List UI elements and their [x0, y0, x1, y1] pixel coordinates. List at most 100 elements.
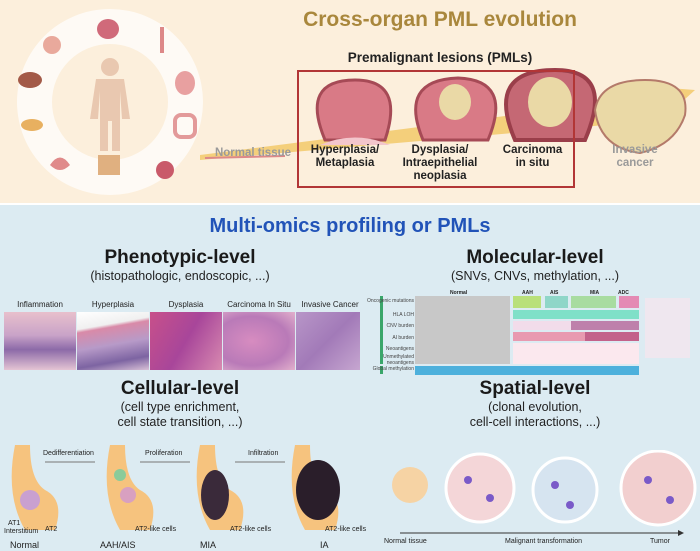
heatmap-methylation-row [415, 366, 639, 375]
axis-label-end: Tumor [650, 538, 670, 545]
row-label: Neoantigens [385, 346, 414, 352]
cell-label-at1: AT1 [8, 520, 21, 527]
group-aah: AAH [522, 290, 533, 296]
human-body-icon [90, 58, 130, 151]
row-label: HLA LOH [392, 312, 414, 318]
normal-tissue-cluster [392, 467, 428, 503]
heatmap-cell [513, 310, 639, 319]
row-label: Oncogenic mutations [367, 298, 414, 304]
stage-normal-tissue: Normal tissue [214, 147, 292, 159]
group-normal: Normal [450, 290, 468, 296]
phenotypic-subtitle: (histopathologic, endoscopic, ...) [90, 269, 270, 283]
histology-image-hyperplasia [77, 312, 149, 370]
spatial-diagrams [392, 450, 697, 536]
heatmap-cell [619, 296, 639, 308]
molecular-title: Molecular-level [466, 247, 604, 268]
liver-icon [18, 72, 42, 88]
cell-label-at2-like: AT2-like cells [135, 526, 177, 533]
transition-label: Dedifferentiation [43, 450, 94, 457]
heatmap-cell [585, 332, 639, 341]
heatmap-cell [513, 296, 541, 308]
spatial-niche-1 [444, 452, 516, 524]
colon-icon [173, 113, 197, 139]
histo-label: Hyperplasia [91, 300, 135, 309]
spatial-title: Spatial-level [479, 378, 591, 399]
progression-graphic [200, 67, 695, 160]
stage-label: IA [320, 540, 329, 550]
row-label: CNV burden [386, 323, 414, 329]
stage-dysplasia: Dysplasia/ Intraepithelial neoplasia [402, 144, 478, 182]
row-label: Unmethylated neoantigens [383, 354, 414, 366]
carcinoma-in-situ-lesion [504, 67, 597, 142]
axis-label-start: Normal tissue [384, 538, 427, 545]
alveolus-normal [11, 445, 59, 530]
stage-carcinoma-in-situ: Carcinoma in situ [502, 144, 563, 169]
section-title-multiomics: Multi-omics profiling or PMLs [209, 215, 491, 237]
skin-icon [98, 155, 120, 175]
cell-label-interstitium: Interstitium [4, 528, 39, 535]
spatial-subtitle-2: cell-cell interactions, ...) [469, 415, 601, 429]
pancreas-icon [21, 119, 43, 131]
group-ais: AIS [550, 290, 559, 296]
heatmap-cell [571, 321, 639, 330]
group-adc: ADC [618, 290, 629, 296]
stage-invasive-cancer: Invasive cancer [612, 144, 658, 169]
transition-label: Infiltration [248, 450, 279, 457]
cellular-title: Cellular-level [120, 378, 240, 399]
organ-icons [18, 19, 197, 179]
bladder-icon [156, 161, 174, 179]
pml-heading: Premalignant lesions (PMLs) [347, 50, 533, 65]
heatmap-cell [571, 296, 616, 308]
phenotypic-title: Phenotypic-level [104, 247, 256, 268]
cell-label-at2-like: AT2-like cells [230, 526, 272, 533]
pml-box [297, 70, 575, 188]
stage-label: Normal [10, 540, 40, 550]
histology-image-carcinoma [223, 312, 295, 370]
progression-arrow [200, 85, 695, 160]
molecular-heatmap [415, 296, 690, 375]
dysplasia-lesion [414, 76, 498, 142]
heatmap-normal-block [415, 296, 510, 364]
spatial-niche-2 [531, 456, 599, 524]
spatial-subtitle-1: (clonal evolution, [488, 400, 582, 414]
histology-image-invasive [296, 312, 360, 370]
invasive-cancer-graphic [593, 78, 687, 155]
heatmap-cell [545, 296, 568, 308]
molecular-subtitle: (SNVs, CNVs, methylation, ...) [450, 269, 620, 283]
row-label: AI burden [392, 335, 414, 341]
breast-icon [43, 36, 61, 54]
stage-label: MIA [200, 540, 217, 550]
normal-tissue-graphic [204, 155, 286, 159]
stage-hyperplasia: Hyperplasia/ Metaplasia [310, 144, 380, 169]
uterus-icon [50, 157, 70, 170]
methylation-bracket [380, 366, 383, 374]
organ-wheel [17, 9, 203, 195]
wes-bracket [380, 296, 383, 364]
heatmap-cell [513, 332, 639, 341]
spatial-niche-3 [619, 450, 697, 527]
histology-image-dysplasia [150, 312, 222, 370]
section-title: Cross-organ PML evolution [303, 8, 577, 31]
transition-label: Proliferation [145, 450, 183, 457]
alveolus-ia [291, 445, 340, 530]
heatmap-cell [513, 343, 639, 364]
histo-label: Dysplasia [168, 300, 204, 309]
histology-image-inflammation [4, 312, 76, 370]
cell-label-at2: AT2 [45, 526, 58, 533]
histo-label: Invasive Cancer [301, 300, 359, 309]
row-label: Global methylation [372, 366, 414, 372]
esophagus-icon [160, 27, 164, 53]
lungs-icon [97, 19, 119, 39]
axis-label-middle: Malignant transformation [505, 538, 583, 545]
histo-label: Carcinoma In Situ [227, 300, 291, 309]
alveolus-aah-ais [106, 445, 154, 530]
stage-label: AAH/AIS [100, 540, 136, 550]
group-mia: MIA [590, 290, 600, 296]
cellular-subtitle-2: cell state transition, ...) [117, 415, 243, 429]
axis-arrowhead-icon [678, 530, 684, 536]
histo-label: Inflammation [17, 300, 63, 309]
hyperplasia-lesion [315, 78, 393, 145]
heatmap-legend [645, 298, 690, 358]
cell-label-at2-like: AT2-like cells [325, 526, 367, 533]
cellular-subtitle-1: (cell type enrichment, [120, 400, 240, 414]
